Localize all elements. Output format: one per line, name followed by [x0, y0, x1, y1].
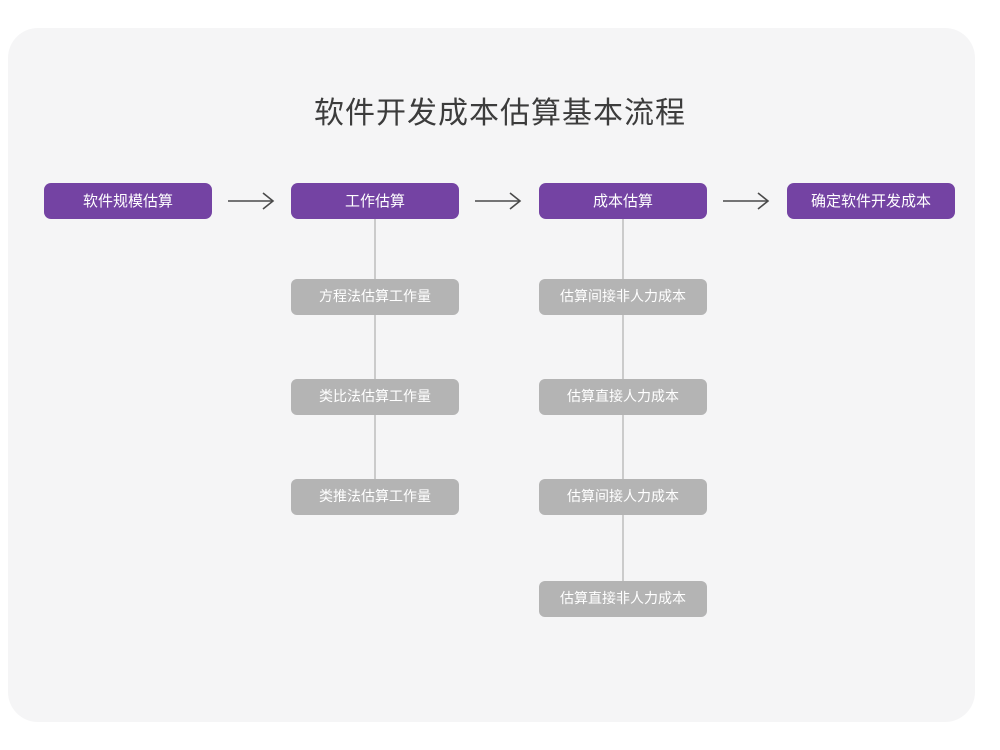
arrow-stage3-to-stage4 — [719, 183, 775, 219]
page-title: 软件开发成本估算基本流程 — [314, 96, 686, 131]
stage-box-cost-estimation[interactable]: 成本估算 — [539, 183, 707, 219]
sub-box-direct-labor-cost[interactable]: 估算直接人力成本 — [539, 379, 707, 415]
stage-box-determine-development-cost[interactable]: 确定软件开发成本 — [787, 183, 955, 219]
stage-box-work-estimation[interactable]: 工作估算 — [291, 183, 459, 219]
sub-box-equation-method-effort[interactable]: 方程法估算工作量 — [291, 279, 459, 315]
sub-box-direct-non-labor-cost[interactable]: 估算直接非人力成本 — [539, 581, 707, 617]
content-card — [8, 28, 975, 722]
connector-line-work-estimation — [374, 219, 376, 497]
sub-box-analogy-method-effort[interactable]: 类比法估算工作量 — [291, 379, 459, 415]
arrow-stage2-to-stage3 — [471, 183, 527, 219]
sub-box-indirect-labor-cost[interactable]: 估算间接人力成本 — [539, 479, 707, 515]
sub-box-analogue-method-effort[interactable]: 类推法估算工作量 — [291, 479, 459, 515]
arrow-stage1-to-stage2 — [224, 183, 280, 219]
stage-box-software-size-estimation[interactable]: 软件规模估算 — [44, 183, 212, 219]
sub-box-indirect-non-labor-cost[interactable]: 估算间接非人力成本 — [539, 279, 707, 315]
